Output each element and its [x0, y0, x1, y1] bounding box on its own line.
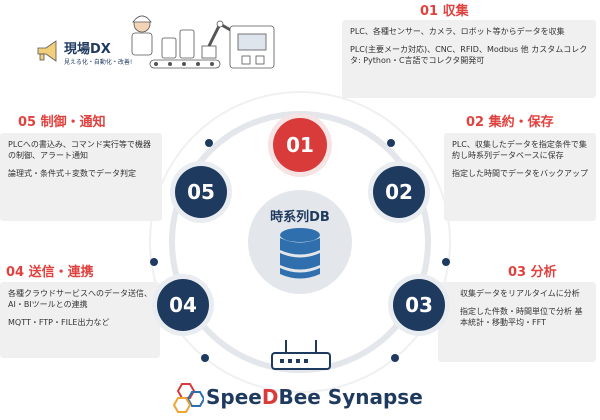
brand-name: SpeeDBee Synapse — [206, 385, 423, 409]
brand-part-2: Bee Synapse — [278, 385, 423, 409]
node-03[interactable]: 03 — [393, 279, 445, 331]
section-05-line: 論理式・条件式＋変数でデータ判定 — [8, 169, 136, 178]
ring-dot — [391, 354, 399, 362]
section-04-line: 各種クラウドサービスへのデータ送信、AI・BIツールとの連携 — [8, 289, 152, 309]
center-db-label: 時系列DB — [270, 210, 330, 225]
dx-subtitle: 見える化・自動化・改善! — [64, 59, 133, 66]
ring-dot — [201, 354, 209, 362]
node-01[interactable]: 01 — [273, 118, 327, 172]
ring-dot — [387, 139, 395, 147]
section-01-title: 01 収集 — [420, 4, 469, 19]
section-02-line: PLC、収集したデータを指定条件で集約し時系列データベースに保存 — [452, 140, 587, 160]
section-01-panel: PLC、各種センサー、カメラ、ロボット等からデータを収集 PLC(主要メーカ対応… — [342, 20, 596, 98]
section-04-panel: 各種クラウドサービスへのデータ送信、AI・BIツールとの連携 MQTT・FTP・… — [0, 282, 160, 358]
section-03-title: 03 分析 — [508, 265, 557, 280]
section-04-title: 04 送信・連携 — [6, 265, 94, 280]
ring-dot — [205, 139, 213, 147]
node-04[interactable]: 04 — [157, 279, 209, 331]
factory-illustration — [131, 15, 275, 69]
megaphone-icon — [37, 40, 57, 62]
dx-label: 現場DX 見える化・自動化・改善! — [64, 38, 132, 66]
brand-part-1: Spee — [206, 385, 262, 409]
section-03-line: 指定した件数・時間単位で分析 基本統計・移動平均・FFT — [460, 307, 583, 327]
section-03-line: 収集データをリアルタイムに分析 — [460, 289, 580, 298]
database-icon — [280, 228, 320, 279]
section-02-title: 02 集約・保存 — [466, 115, 554, 130]
ring-dot — [442, 258, 450, 266]
section-05-line: PLCへの書込み、コマンド実行等で機器の制御、アラート通知 — [8, 140, 151, 160]
dx-title: 現場DX — [64, 42, 111, 57]
section-02-line: 指定した時間でデータをバックアップ — [452, 169, 588, 178]
node-05[interactable]: 05 — [175, 166, 227, 218]
section-05-panel: PLCへの書込み、コマンド実行等で機器の制御、アラート通知 論理式・条件式＋変数… — [0, 133, 162, 221]
section-05-title: 05 制御・通知 — [18, 115, 106, 130]
speedbee-logo-icon — [172, 383, 204, 413]
section-03-panel: 収集データをリアルタイムに分析 指定した件数・時間単位で分析 基本統計・移動平均… — [438, 282, 596, 362]
section-04-line: MQTT・FTP・FILE出力など — [8, 318, 110, 327]
section-01-line: PLC、各種センサー、カメラ、ロボット等からデータを収集 — [350, 27, 565, 36]
ring-dot — [150, 258, 158, 266]
node-02[interactable]: 02 — [373, 166, 425, 218]
gateway-device-icon — [271, 340, 331, 370]
section-01-line: PLC(主要メーカ対応)、CNC、RFID、Modbus 他 カスタムコレクタ:… — [350, 45, 588, 65]
section-02-panel: PLC、収集したデータを指定条件で集約し時系列データベースに保存 指定した時間で… — [444, 133, 596, 221]
